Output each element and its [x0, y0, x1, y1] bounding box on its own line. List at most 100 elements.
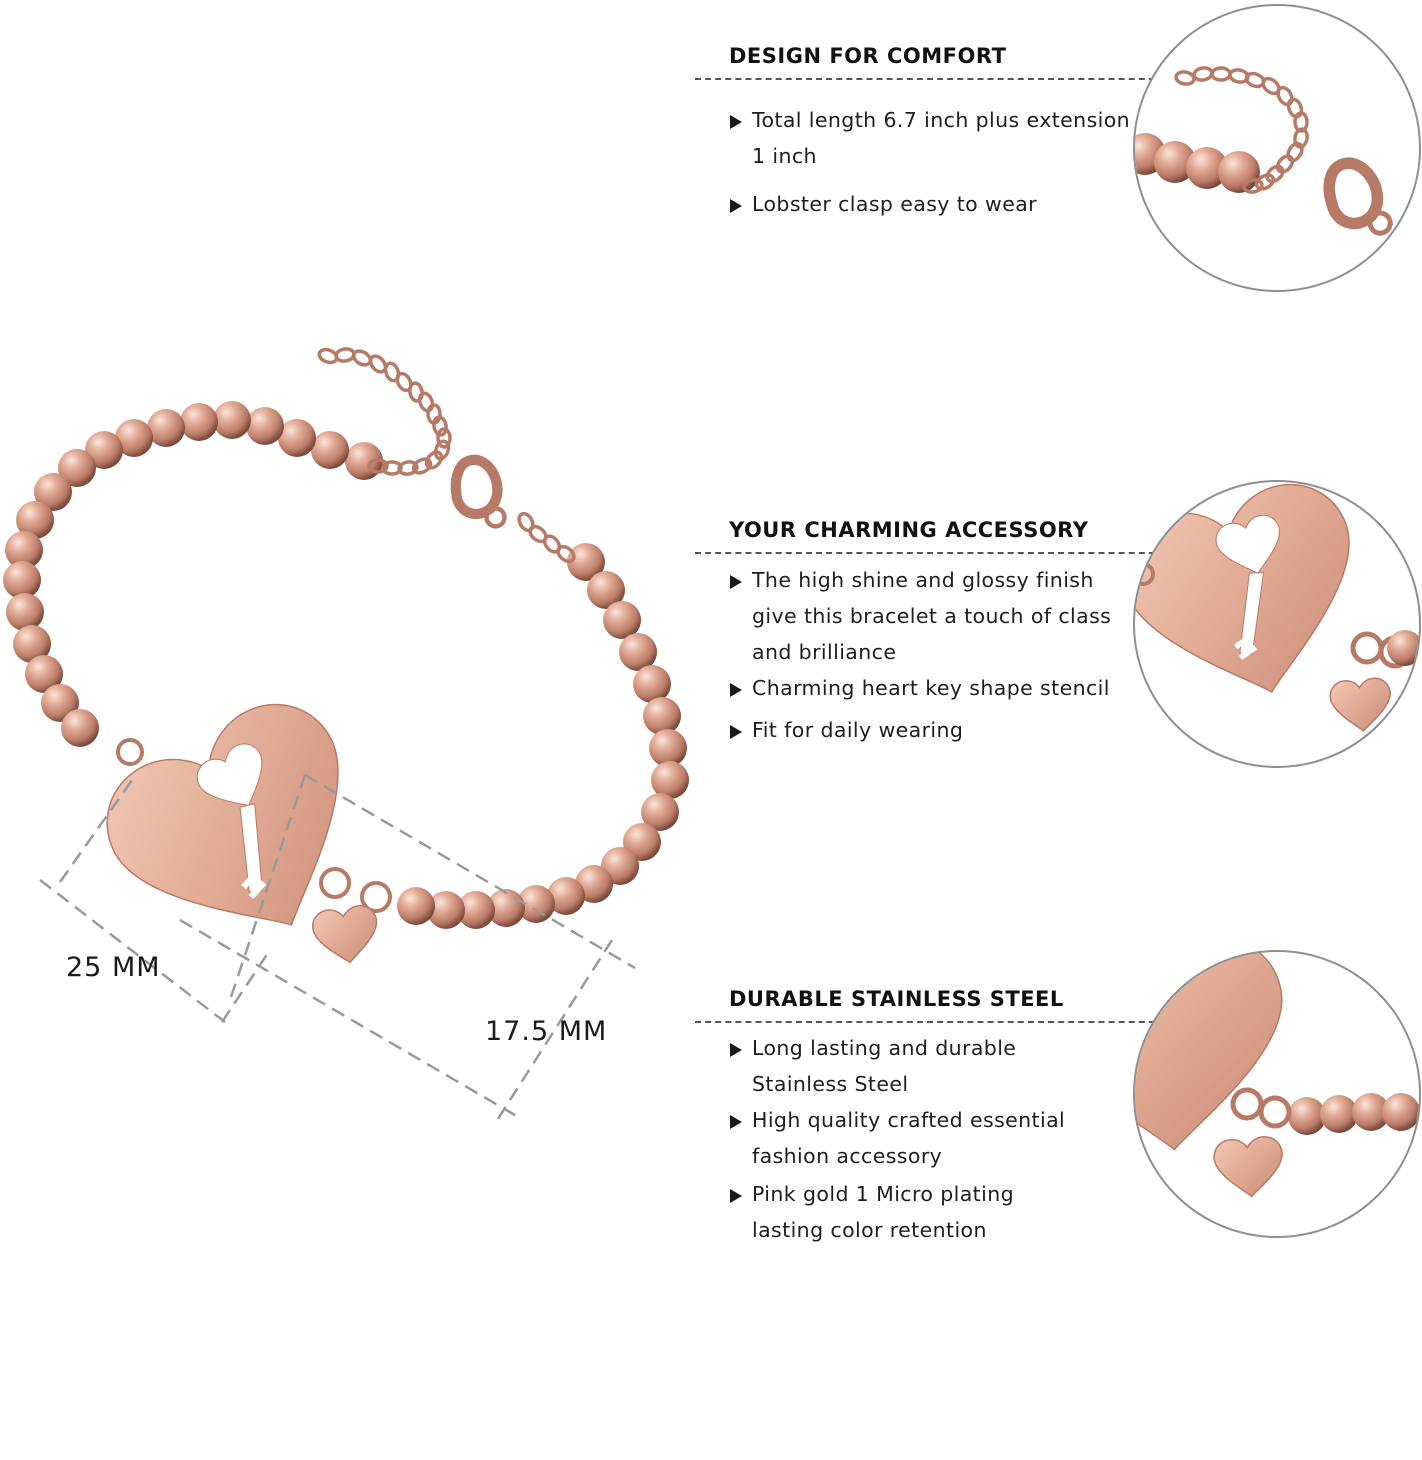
chain-link: [1286, 141, 1304, 163]
list-item: Fit for daily wearing: [729, 712, 1139, 748]
chain-link: [1293, 127, 1309, 149]
jump-ring: [1258, 1095, 1292, 1129]
bead: [619, 633, 657, 671]
jump-ring: [360, 881, 392, 913]
heart-key-pendant: [1135, 952, 1283, 1151]
section-title-accessory: YOUR CHARMING ACCESSORY: [729, 518, 1089, 542]
bead: [5, 531, 43, 569]
bead: [1186, 147, 1228, 189]
chain-link: [1192, 66, 1214, 82]
chain-link: [1242, 178, 1264, 194]
list-item: Charming heart key shape stencil: [729, 670, 1139, 706]
bead: [6, 593, 44, 631]
triangle-bullet-icon: [730, 1043, 742, 1057]
chain-link: [367, 458, 389, 474]
bead: [649, 729, 687, 767]
chain-link: [1174, 70, 1196, 86]
list-item: Total length 6.7 inch plus extension 1 i…: [729, 102, 1139, 174]
chain-link: [1293, 111, 1309, 133]
triangle-bullet-icon: [730, 1189, 742, 1203]
triangle-bullet-icon: [730, 725, 742, 739]
list-item: Pink gold 1 Micro plating lasting color …: [729, 1176, 1069, 1248]
section-divider: [695, 552, 1165, 554]
heart-key-pendant: [106, 703, 339, 926]
section-divider: [695, 1021, 1165, 1023]
dimension-line: [228, 774, 307, 1001]
section-divider: [695, 78, 1165, 80]
bead: [3, 561, 41, 599]
triangle-bullet-icon: [730, 575, 742, 589]
chain-link: [1276, 85, 1294, 107]
key-shaft-cutout: [1239, 572, 1265, 655]
chain-link: [556, 544, 576, 564]
heart-key-pendant: [1135, 483, 1350, 693]
dimension-line: [220, 949, 272, 1023]
heart-detail-circle: [1133, 480, 1421, 768]
small-heart-charm: [312, 905, 378, 964]
chain-link: [436, 427, 452, 449]
bead: [547, 877, 585, 915]
bead: [641, 793, 679, 831]
bead: [16, 501, 54, 539]
triangle-bullet-icon: [730, 199, 742, 213]
triangle-bullet-icon: [730, 1115, 742, 1129]
height-dimension-label: 17.5 MM: [485, 1016, 608, 1047]
small-heart-charm: [1329, 677, 1391, 732]
dimension-line: [39, 879, 226, 1023]
bead: [180, 403, 218, 441]
bead: [278, 419, 316, 457]
triangle-bullet-icon: [730, 683, 742, 697]
chain-link: [1275, 154, 1295, 174]
jump-ring: [116, 738, 144, 766]
chain-link: [417, 391, 435, 413]
bead: [61, 709, 99, 747]
chain-link: [432, 415, 448, 437]
bead: [311, 431, 349, 469]
accessory-bullet-list: The high shine and glossy finish give th…: [729, 562, 1139, 748]
key-tooth-cutout: [248, 880, 267, 900]
chain-link: [368, 354, 388, 374]
steel-bullet-list: Long lasting and durable Stainless Steel…: [729, 1030, 1069, 1248]
dimension-line: [304, 773, 636, 970]
list-item: The high shine and glossy finish give th…: [729, 562, 1139, 670]
chain-link: [408, 381, 424, 403]
key-tooth-cutout: [1234, 634, 1253, 650]
bead: [397, 887, 435, 925]
jump-ring: [319, 867, 351, 899]
bead: [58, 449, 96, 487]
key-tooth-cutout: [1238, 644, 1258, 661]
lobster-clasp-icon: [450, 454, 507, 529]
bead: [651, 761, 689, 799]
bead: [643, 697, 681, 735]
bead: [567, 543, 605, 581]
bead: [1218, 151, 1260, 193]
bracelet-illustration: [3, 347, 689, 1123]
bead: [517, 885, 555, 923]
bead: [1352, 1093, 1390, 1131]
chain-link: [1254, 173, 1276, 191]
bead: [115, 419, 153, 457]
bead: [34, 473, 72, 511]
dimension-line: [494, 939, 614, 1123]
bead: [603, 601, 641, 639]
steel-detail-circle: [1133, 950, 1421, 1238]
bead: [147, 409, 185, 447]
chain-link: [433, 439, 451, 461]
jump-ring: [1350, 631, 1384, 665]
bead: [427, 891, 465, 929]
bead: [1382, 1093, 1419, 1131]
chain-link: [517, 511, 535, 533]
list-item: High quality crafted essential fashion a…: [729, 1102, 1069, 1174]
list-item: Long lasting and durable Stainless Steel: [729, 1030, 1069, 1102]
bead: [633, 665, 671, 703]
bead: [25, 655, 63, 693]
bead: [13, 625, 51, 663]
clasp-detail-circle: [1133, 4, 1421, 292]
lobster-clasp-icon: [1323, 157, 1393, 236]
bead: [1288, 1097, 1326, 1135]
key-tooth-cutout: [241, 870, 259, 890]
bead: [1154, 141, 1196, 183]
comfort-bullet-list: Total length 6.7 inch plus extension 1 i…: [729, 102, 1139, 222]
triangle-bullet-icon: [730, 115, 742, 129]
chain-link: [1265, 164, 1285, 184]
